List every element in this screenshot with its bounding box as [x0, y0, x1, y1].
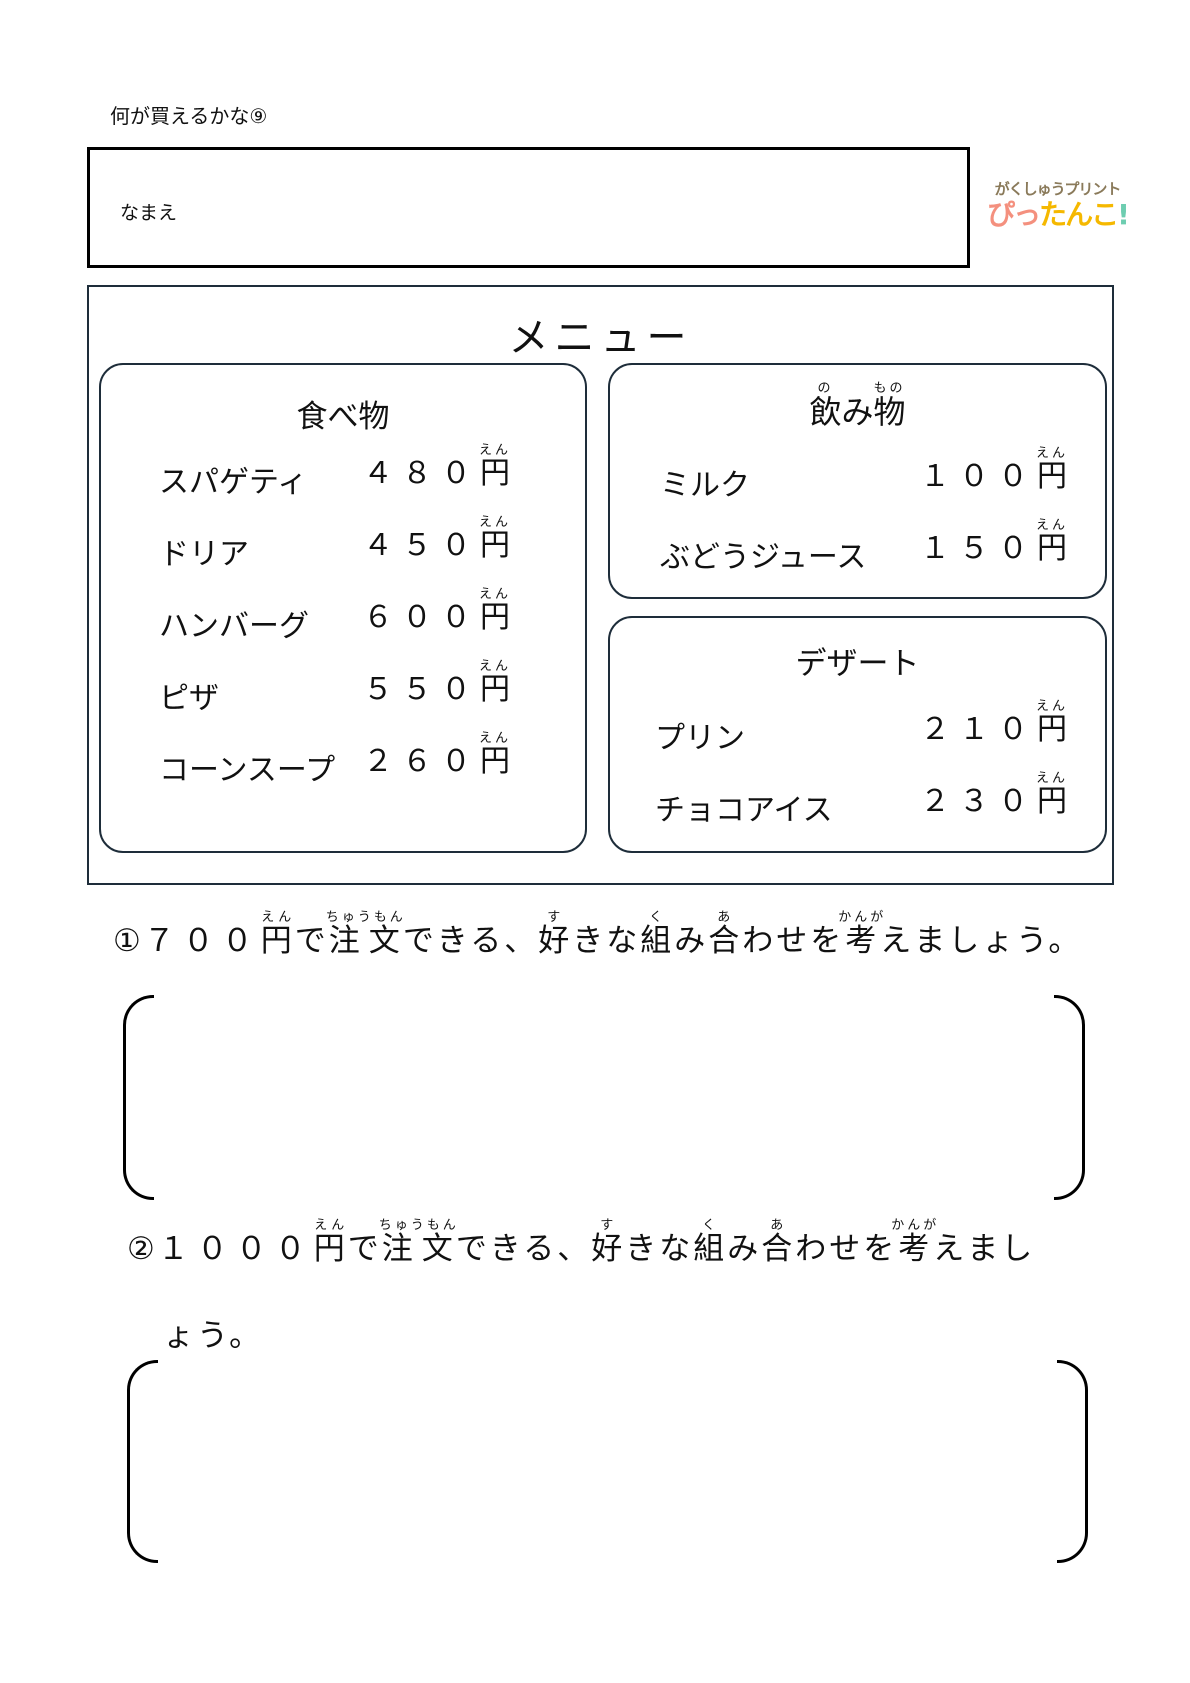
menu-item-name: ぶどうジュース: [660, 540, 867, 575]
menu-item-price: ２３０円えん: [920, 771, 1069, 819]
logo: がくしゅうプリント ぴったんこ!: [985, 178, 1130, 242]
menu-item-price: ５５０円えん: [363, 659, 512, 707]
menu-item-name: ドリア: [159, 537, 249, 572]
drinks-title: 飲のみ物もの: [809, 381, 906, 431]
menu-item-name: コーンスープ: [159, 753, 336, 788]
worksheet-title: 何が買えるかな⑨: [110, 104, 268, 128]
menu-item-price: ２１０円えん: [920, 699, 1069, 747]
logo-line1: がくしゅうプリント: [994, 180, 1122, 198]
question-2-continued: ょう。: [163, 1318, 264, 1354]
food-card: 食べ物 スパゲティ ４８０円えんドリア ４５０円えんハンバーグ ６００円えんピザ ５５０…: [99, 363, 587, 853]
menu-item-price: ４８０円えん: [363, 443, 512, 491]
menu-item-name: チョコアイス: [655, 793, 833, 828]
question-amount: ７００: [143, 923, 261, 959]
menu-board: メニュー 食べ物 スパゲティ ４８０円えんドリア ４５０円えんハンバーグ ６００円えん…: [87, 285, 1114, 885]
menu-item-name: プリン: [655, 721, 745, 756]
question-1: ①７００円えんで注文ちゅうもんできる、好すきな組くみ合あわせを考かんがえましょう…: [113, 910, 1083, 959]
menu-item-price: １００円えん: [920, 446, 1069, 494]
menu-title: メニュー: [508, 315, 693, 361]
dessert-card: デザート プリン ２１０円えんチョコアイス ２３０円えん: [608, 616, 1107, 853]
menu-item-name: ハンバーグ: [159, 609, 309, 644]
menu-item-name: ミルク: [660, 468, 750, 503]
question-number: ①: [113, 923, 144, 959]
dessert-title: デザート: [795, 646, 920, 682]
answer-area-1[interactable]: [123, 995, 1085, 1200]
name-field[interactable]: なまえ: [87, 147, 970, 268]
answer-area-2[interactable]: [127, 1360, 1088, 1563]
food-title: 食べ物: [296, 399, 390, 435]
menu-item-price: １５０円えん: [920, 518, 1069, 566]
question-2: ②１０００円えんで注文ちゅうもんできる、好すきな組くみ合あわせを考かんがえまし: [127, 1218, 1036, 1267]
name-label: なまえ: [120, 202, 178, 224]
menu-item-price: ２６０円えん: [363, 731, 512, 779]
menu-item-name: ピザ: [159, 681, 219, 716]
question-number: ②: [127, 1231, 158, 1267]
question-amount: １０００: [157, 1231, 314, 1267]
menu-item-price: ４５０円えん: [363, 515, 512, 563]
logo-line2: ぴったんこ!: [987, 198, 1130, 231]
menu-item-name: スパゲティ: [159, 465, 308, 500]
menu-item-price: ６００円えん: [363, 587, 512, 635]
drinks-card: 飲のみ物もの ミルク １００円えんぶどうジュース １５０円えん: [608, 363, 1107, 599]
